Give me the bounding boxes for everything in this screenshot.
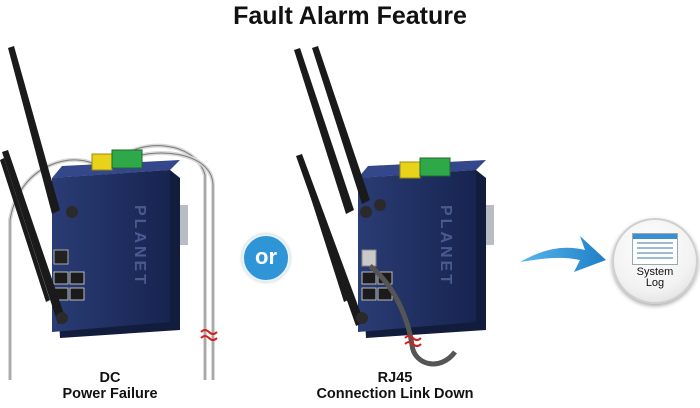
page-title: Fault Alarm Feature [233,2,467,30]
arrow-icon [520,236,606,272]
rj45-cable [368,264,457,367]
system-log-icon: System Log [612,218,698,304]
system-log-label: System Log [636,266,674,289]
cable-break-mark [404,335,422,347]
device-brand-label-2: PLANET [437,205,454,287]
left-device: PLANET [0,46,218,380]
log-window-icon [632,233,678,265]
or-badge: or [242,234,290,282]
middle-device: PLANET [294,46,494,367]
wire-break-mark [200,329,218,341]
rj45-link-down-caption: RJ45 Connection Link Down [316,370,474,402]
device-brand-label: PLANET [131,205,148,287]
dc-power-failure-caption: DC Power Failure [62,370,158,402]
